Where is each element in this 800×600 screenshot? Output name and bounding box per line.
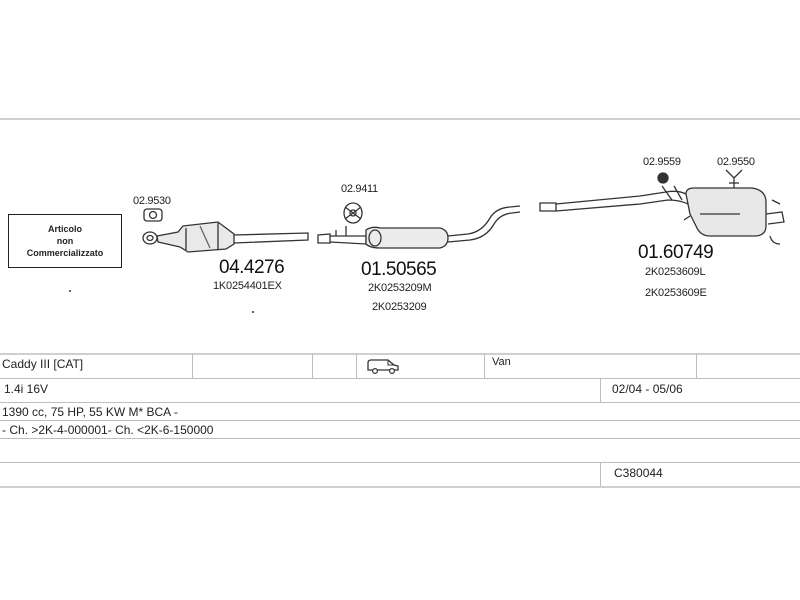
hanger-icon — [657, 169, 743, 188]
col-divider — [356, 354, 357, 378]
catalytic-part-number[interactable]: 04.4276 — [219, 257, 285, 278]
catalytic-converter-icon — [142, 221, 309, 253]
rear-oem-number-2: 2K0253609E — [645, 287, 707, 299]
dot-marker — [252, 311, 254, 313]
rear-part-number[interactable]: 01.60749 — [638, 242, 714, 263]
hanger-code-2: 02.9550 — [717, 156, 755, 168]
row-divider — [0, 378, 800, 379]
row-divider — [0, 462, 800, 463]
rear-muffler-icon — [539, 185, 785, 245]
gasket-code: 02.9530 — [133, 195, 171, 207]
gasket-icon — [143, 208, 163, 222]
clamp-icon — [343, 202, 363, 224]
dot-marker — [69, 290, 71, 292]
col-divider — [600, 379, 601, 402]
catalytic-oem-number: 1K0254401EX — [213, 280, 282, 292]
row-divider — [0, 402, 800, 403]
rear-oem-number-1: 2K0253609L — [645, 266, 706, 278]
van-icon — [366, 358, 400, 379]
note-line-3: Commercializzato — [26, 248, 104, 258]
col-divider — [696, 354, 697, 378]
col-divider — [600, 463, 601, 486]
note-line-2: non — [56, 236, 74, 246]
col-divider — [312, 354, 313, 378]
exhaust-diagram: Articolo non Commercializzato 02.9530 04… — [8, 156, 785, 313]
middle-oem-number-1: 2K0253209M — [368, 282, 432, 294]
clamp-code: 02.9411 — [341, 183, 378, 195]
catalog-code-cell: C380044 — [614, 466, 663, 480]
middle-silencer-icon — [317, 205, 521, 249]
middle-part-number[interactable]: 01.50565 — [361, 259, 437, 280]
not-sold-note: Articolo non Commercializzato — [8, 214, 122, 268]
engine-cell: 1.4i 16V — [4, 382, 49, 396]
row-divider — [0, 438, 800, 439]
table-border — [0, 486, 800, 488]
years-cell: 02/04 - 05/06 — [612, 382, 683, 396]
model-cell: Caddy III [CAT] — [2, 357, 84, 371]
top-border — [0, 118, 800, 120]
chassis-cell: - Ch. >2K-4-000001- Ch. <2K-6-150000 — [2, 423, 214, 437]
middle-oem-number-2: 2K0253209 — [372, 301, 427, 313]
body-type-cell: Van — [492, 356, 511, 368]
col-divider — [484, 354, 485, 378]
hanger-code-1: 02.9559 — [643, 156, 681, 168]
spec-cell: 1390 cc, 75 HP, 55 KW M* BCA - — [2, 405, 178, 419]
row-divider — [0, 420, 800, 421]
exhaust-drawing — [142, 169, 785, 253]
table-border — [0, 353, 800, 355]
note-line-1: Articolo — [47, 224, 82, 234]
col-divider — [192, 354, 193, 378]
